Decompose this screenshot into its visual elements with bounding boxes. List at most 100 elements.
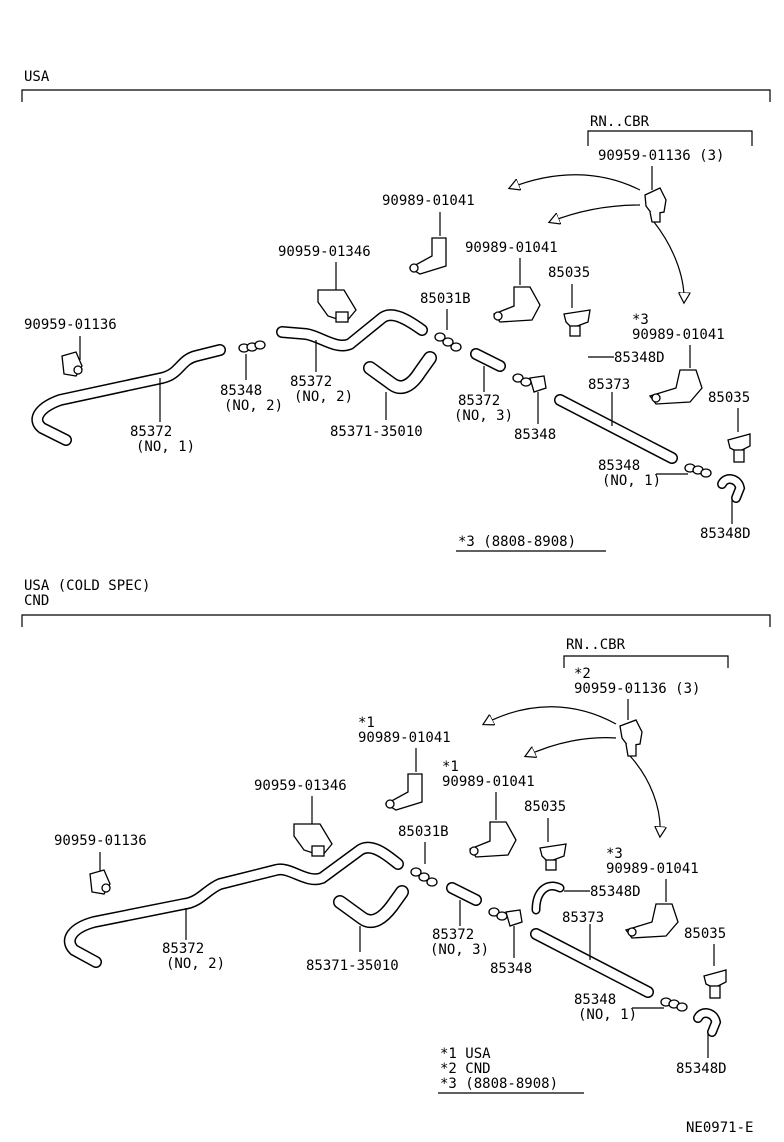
- label-conn-b: 85348: [574, 992, 616, 1008]
- elbow-icon: [557, 351, 587, 381]
- label-hose-long-no: (NO, 1): [136, 439, 195, 455]
- tee-icon: [512, 373, 547, 393]
- molded-hose: [333, 885, 409, 929]
- hose-85373: [554, 394, 678, 464]
- clip-icon: [61, 351, 83, 377]
- clamp-icon: [468, 821, 517, 858]
- figure-id: NE0971-E: [686, 1120, 753, 1136]
- connector-icon: [434, 332, 462, 352]
- section-title: USA: [24, 69, 50, 85]
- label-conn-a-no: (NO, 2): [224, 398, 283, 414]
- label-nozzle-1: 85035: [524, 799, 566, 815]
- connector-icon: [238, 340, 266, 353]
- connector-icon: [684, 463, 712, 478]
- label-clip-left: 90959-01136: [24, 317, 117, 333]
- label-conn-85031b: 85031B: [420, 291, 471, 307]
- note-line: *1 USA: [440, 1046, 491, 1062]
- label-hose-mid-no: (NO, 2): [294, 389, 353, 405]
- elbow-icon: [717, 474, 746, 503]
- label-hose-mid: 85372: [290, 374, 332, 390]
- hose-long: [31, 344, 226, 446]
- hose-short: [470, 348, 506, 372]
- label-hose-long: 85372: [130, 424, 172, 440]
- label-hose-long: 85372: [162, 941, 204, 957]
- section-cold-spec: USA (COLD SPEC) CND RN..CBR *2 90959-011…: [21, 578, 771, 1094]
- label-nozzle-2: 85035: [708, 390, 750, 406]
- nozzle-icon: [703, 969, 727, 999]
- label-conn-a: 85348: [220, 383, 262, 399]
- label-elbow-1: 85348D: [590, 884, 641, 900]
- label-molded-hose: 85371-35010: [330, 424, 423, 440]
- label-clamp-mid: 90989-01041: [465, 240, 558, 256]
- bracket-icon: [293, 823, 333, 857]
- connector-icon: [410, 867, 438, 887]
- label-conn-85031b: 85031B: [398, 824, 449, 840]
- label-bracket: 90959-01346: [278, 244, 371, 260]
- label-clip-top-right: 90959-01136 (3): [598, 148, 724, 164]
- label-conn-b-no: (NO, 1): [578, 1007, 637, 1023]
- clip-icon: [644, 187, 667, 223]
- hose-short: [446, 882, 482, 906]
- hose-mid: [276, 309, 428, 352]
- arrow: [629, 755, 660, 836]
- label-clip-top-right-mark: *2: [574, 666, 591, 682]
- label-tee: 85348: [490, 961, 532, 977]
- label-clamp-right: 90989-01041: [606, 861, 699, 877]
- hose-85373: [530, 928, 654, 998]
- label-clamp-right: 90989-01041: [632, 327, 725, 343]
- molded-hose: [363, 351, 437, 395]
- label-elbow-2: 85348D: [676, 1061, 727, 1077]
- group-bracket: [587, 130, 753, 146]
- clamp-icon: [384, 773, 423, 811]
- nozzle-icon: [563, 309, 591, 337]
- clamp-icon: [408, 237, 447, 275]
- clip-icon: [89, 869, 111, 895]
- label-nozzle-1: 85035: [548, 265, 590, 281]
- label-conn-b: 85348: [598, 458, 640, 474]
- label-elbow-2: 85348D: [700, 526, 751, 542]
- label-hose-short: 85372: [458, 393, 500, 409]
- label-molded-hose: 85371-35010: [306, 958, 399, 974]
- tee-icon: [488, 907, 523, 927]
- note-line: *3 (8808-8908): [440, 1076, 558, 1092]
- connector-icon: [660, 997, 688, 1012]
- elbow-icon: [531, 881, 565, 915]
- group-label: RN..CBR: [590, 114, 650, 130]
- note-line: *3 (8808-8908): [458, 534, 576, 550]
- label-bracket: 90959-01346: [254, 778, 347, 794]
- label-hose-long-no: (NO, 2): [166, 956, 225, 972]
- label-clamp-right-mark: *3: [632, 312, 649, 328]
- bracket-icon: [317, 289, 357, 323]
- label-elbow-1: 85348D: [614, 350, 665, 366]
- hose-long: [63, 841, 404, 968]
- label-hose-short-no: (NO, 3): [430, 942, 489, 958]
- arrow: [653, 221, 684, 302]
- arrow: [484, 706, 617, 724]
- label-tee: 85348: [514, 427, 556, 443]
- note-line: *2 CND: [440, 1061, 491, 1077]
- arrow: [550, 204, 641, 222]
- label-hose-short-no: (NO, 3): [454, 408, 513, 424]
- section-subtitle: CND: [24, 593, 49, 609]
- label-clamp-mid-mark: *1: [442, 759, 459, 775]
- clamp-icon: [492, 286, 541, 323]
- arrow: [526, 737, 617, 756]
- label-nozzle-2: 85035: [684, 926, 726, 942]
- clamp-icon: [648, 369, 703, 405]
- label-hose-85373: 85373: [588, 377, 630, 393]
- label-hose-85373: 85373: [562, 910, 604, 926]
- section-bracket: [21, 614, 771, 627]
- group-bracket: [563, 655, 729, 668]
- label-clamp-right-mark: *3: [606, 846, 623, 862]
- section-bracket: [21, 89, 771, 102]
- elbow-icon: [693, 1008, 722, 1037]
- nozzle-icon: [539, 843, 567, 871]
- label-conn-b-no: (NO, 1): [602, 473, 661, 489]
- clip-icon: [619, 719, 643, 757]
- nozzle-icon: [727, 433, 751, 463]
- arrow: [510, 174, 641, 190]
- label-clamp-mid: 90989-01041: [442, 774, 535, 790]
- label-clamp-top: 90989-01041: [358, 730, 451, 746]
- group-label: RN..CBR: [566, 637, 626, 653]
